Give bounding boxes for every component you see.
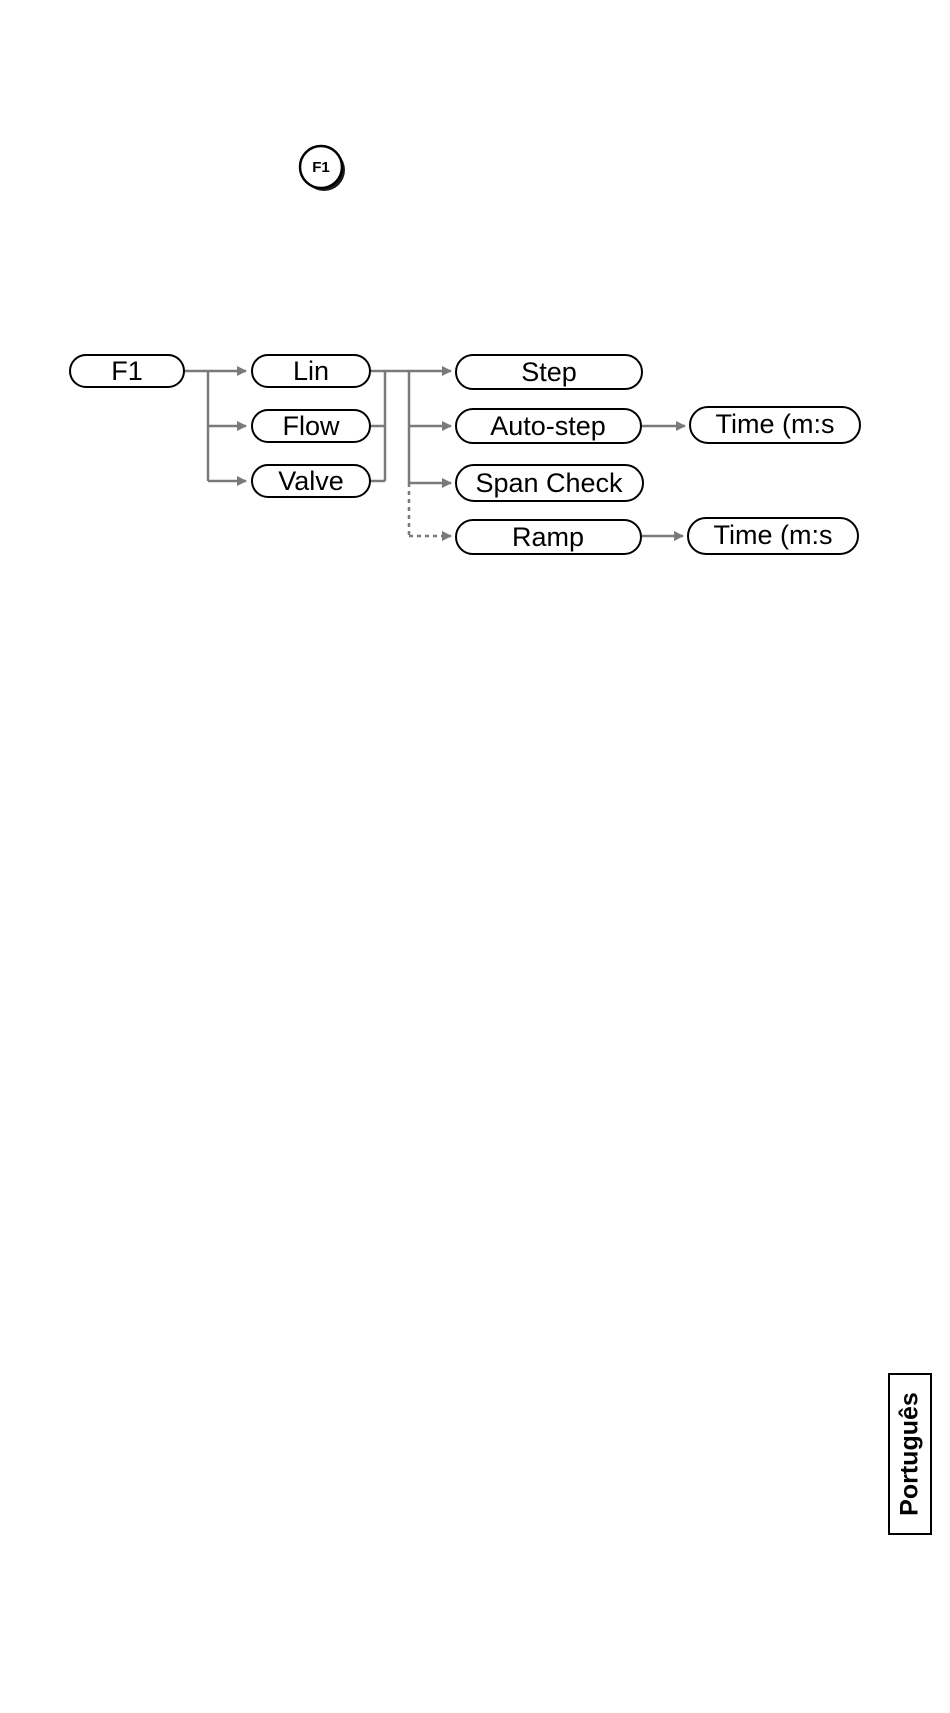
node-flow: Flow: [252, 410, 370, 442]
node-lin-label: Lin: [293, 356, 329, 386]
node-step: Step: [456, 355, 642, 389]
node-f1-label: F1: [111, 356, 143, 386]
language-tab-label: Português: [896, 1392, 925, 1516]
node-span-check-label: Span Check: [475, 468, 623, 498]
node-auto-step-label: Auto-step: [490, 411, 606, 441]
node-step-label: Step: [521, 357, 577, 387]
node-lin: Lin: [252, 355, 370, 387]
node-flow-label: Flow: [282, 411, 340, 441]
connector-lines: [184, 371, 685, 536]
node-valve-label: Valve: [278, 466, 344, 496]
node-time-auto-step-label: Time (m:s: [716, 409, 835, 439]
node-time-ramp-label: Time (m:s: [714, 520, 833, 550]
node-f1: F1: [70, 355, 184, 387]
node-auto-step: Auto-step: [456, 409, 641, 443]
node-time-auto-step: Time (m:s: [690, 407, 860, 443]
node-valve: Valve: [252, 465, 370, 497]
language-tab: Português: [888, 1373, 932, 1535]
node-time-ramp: Time (m:s: [688, 518, 858, 554]
node-ramp: Ramp: [456, 520, 641, 554]
menu-tree-diagram: F1 Lin Flow Valve Step Auto-step Span Ch…: [0, 0, 950, 600]
node-ramp-label: Ramp: [512, 522, 584, 552]
node-span-check: Span Check: [456, 465, 643, 501]
